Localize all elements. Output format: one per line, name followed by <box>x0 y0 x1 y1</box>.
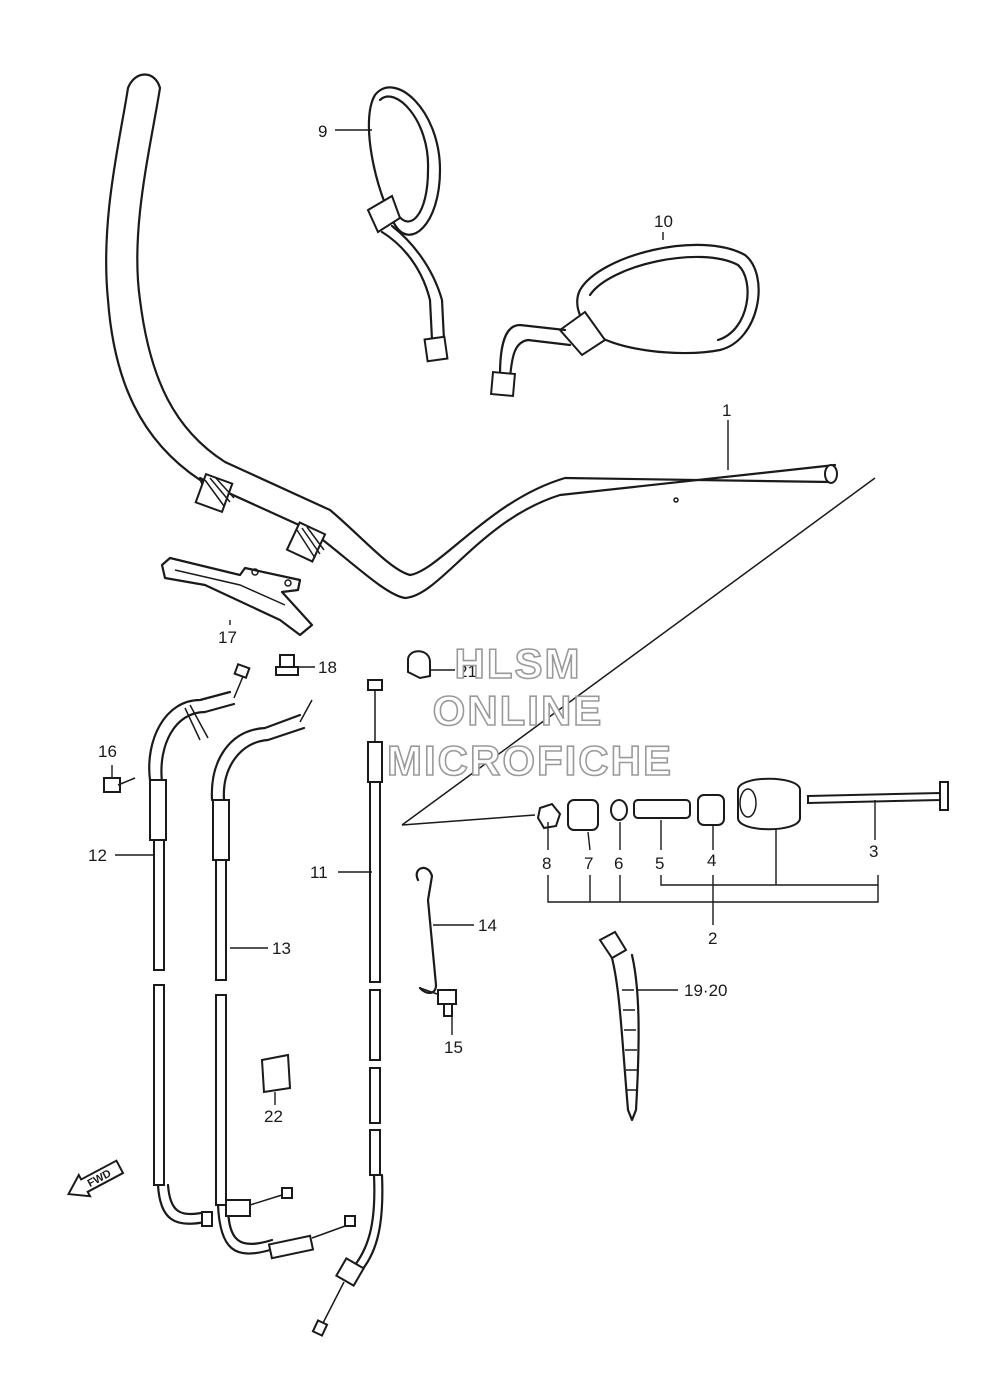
washer-6 <box>610 799 628 821</box>
callout-13: 13 <box>272 939 291 958</box>
callout-11: 11 <box>310 863 328 882</box>
callout-16: 16 <box>98 742 117 761</box>
cable-clip-14 <box>415 866 441 996</box>
callout-7: 7 <box>584 854 593 873</box>
weight <box>737 777 801 831</box>
handlebar <box>105 73 838 600</box>
bolt-16 <box>103 777 136 793</box>
clamp-21 <box>407 650 431 680</box>
callout-8: 8 <box>542 854 551 873</box>
callout-6: 6 <box>614 854 623 873</box>
watermark-line-1: HLSM <box>455 640 582 687</box>
forward-direction-arrow: FWD <box>66 1159 125 1198</box>
clutch-cable-11 <box>311 679 384 1337</box>
throttle-cable-12 <box>148 662 251 1227</box>
spacer-5 <box>633 799 691 819</box>
callout-5: 5 <box>655 854 664 873</box>
watermark: HLSM ONLINE MICROFICHE <box>386 639 673 785</box>
nut-8 <box>536 802 562 830</box>
callout-9: 9 <box>318 122 327 141</box>
callout-1: 1 <box>722 401 731 420</box>
cable-tie <box>598 930 640 1122</box>
label-22 <box>260 1053 292 1094</box>
callout-12: 12 <box>88 846 107 865</box>
mirror-left <box>366 86 449 363</box>
bar-end-weight-assembly <box>401 477 949 831</box>
cushion-4 <box>697 794 725 826</box>
leader-lines <box>111 129 879 1105</box>
callout-2: 2 <box>708 929 717 948</box>
callout-3: 3 <box>869 842 878 861</box>
watermark-line-3: MICROFICHE <box>387 737 673 784</box>
throttle-cable-13 <box>210 699 356 1260</box>
bolt-18 <box>275 654 299 676</box>
screw-3 <box>807 791 941 805</box>
callout-21: 21 <box>458 662 477 681</box>
callout-18: 18 <box>318 658 337 677</box>
callout-19-20: 19·20 <box>684 981 727 1000</box>
callout-14: 14 <box>478 916 497 935</box>
callout-4: 4 <box>707 851 716 870</box>
collar-7 <box>567 799 599 831</box>
callout-15: 15 <box>444 1038 463 1057</box>
callout-10: 10 <box>654 212 673 231</box>
mirror-right <box>489 243 760 398</box>
bolt-15 <box>437 989 457 1017</box>
callout-17: 17 <box>218 628 237 647</box>
callout-22: 22 <box>264 1107 283 1126</box>
watermark-line-2: ONLINE <box>433 687 604 734</box>
bracket <box>160 556 314 637</box>
